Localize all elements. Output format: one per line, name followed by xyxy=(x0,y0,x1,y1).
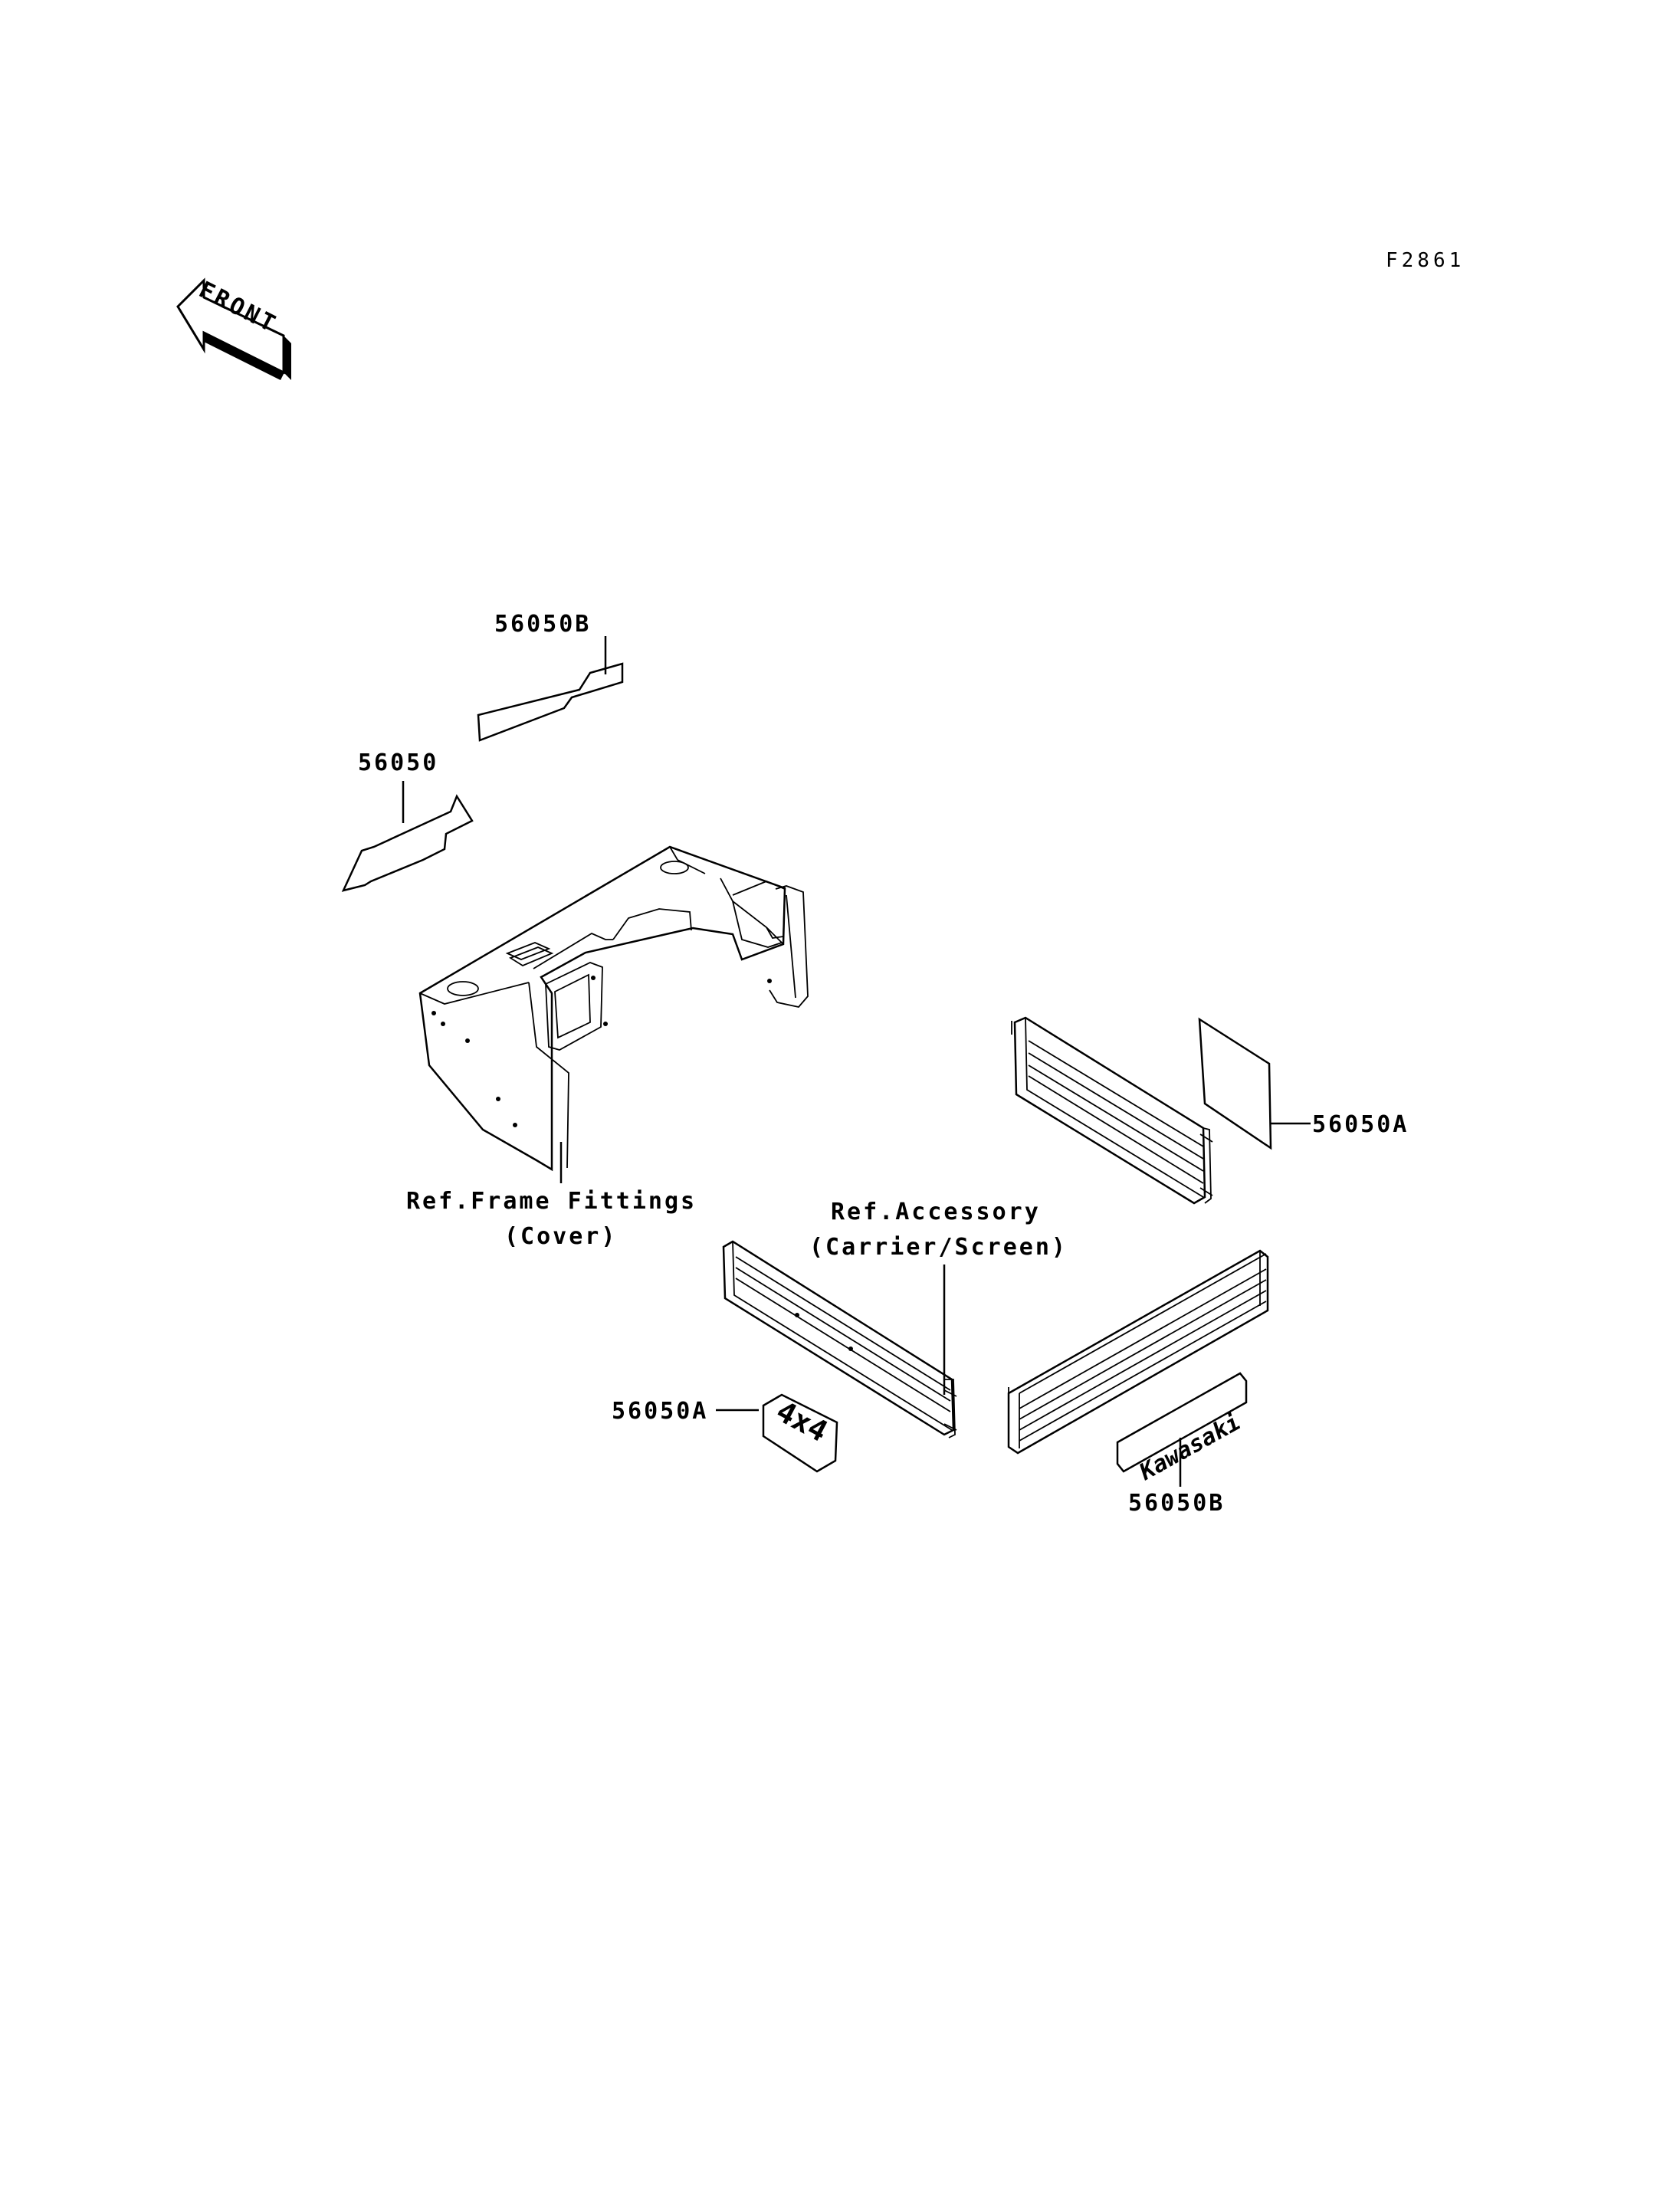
ref-accessory-line1: Ref.Accessory xyxy=(831,1199,1041,1225)
decal-56050 xyxy=(341,781,474,892)
decal-56050a-left: 4x4 xyxy=(716,1393,838,1473)
decal-56050a-right xyxy=(1198,1017,1311,1150)
decal-56050b-bottom: Kawasaki xyxy=(1116,1372,1248,1487)
screen-panel-right xyxy=(1011,1016,1213,1205)
ref-frame-fittings-line2: (Cover) xyxy=(504,1223,617,1250)
callout-56050: 56050 xyxy=(358,750,438,776)
callout-56050b-bottom: 56050B xyxy=(1128,1490,1225,1517)
ref-frame-fittings-line1: Ref.Frame Fittings xyxy=(406,1188,697,1215)
screen-panel-left xyxy=(722,1240,957,1438)
callout-56050a-left: 56050A xyxy=(612,1398,708,1425)
callout-56050b-top: 56050B xyxy=(494,611,591,638)
decal-56050b-top xyxy=(477,636,624,742)
figure-code: F2861 xyxy=(1386,249,1465,272)
cover-frame-fitting xyxy=(418,845,809,1183)
callout-56050a-right: 56050A xyxy=(1312,1111,1409,1138)
front-arrow-icon: FRONT xyxy=(176,277,291,380)
tailgate-panel xyxy=(1007,1249,1269,1455)
ref-accessory-line2: (Carrier/Screen) xyxy=(809,1234,1068,1261)
